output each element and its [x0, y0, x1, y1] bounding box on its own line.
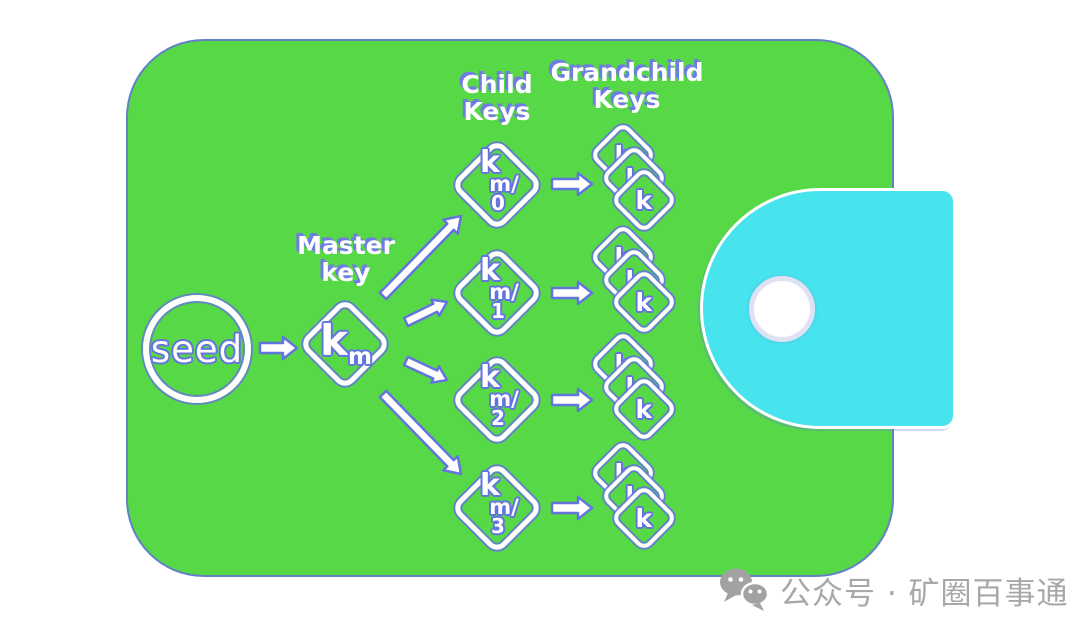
clasp-button: [749, 276, 815, 342]
child-key-base: k: [480, 145, 500, 180]
child-keys-header-line2: Keys: [463, 97, 531, 126]
child-key-text-2: k m/ 2: [451, 360, 543, 430]
watermark: 公众号 · 矿圈百事通: [719, 567, 1069, 613]
master-key-label: Master key: [297, 232, 395, 286]
child-key-index: 0: [491, 191, 505, 215]
child-key-path: m/: [489, 280, 519, 304]
master-key-label-line2: key: [321, 258, 371, 287]
child-key-path: m/: [489, 172, 519, 196]
seed-label: seed: [150, 327, 244, 371]
grandchild-card-label: k: [635, 185, 653, 215]
child-key-index: 1: [491, 299, 505, 323]
grandchild-keys-header: Grandchild Keys: [550, 59, 703, 113]
master-key-base: k: [320, 315, 348, 365]
grandchild-card-label: k: [635, 287, 653, 317]
child-key-path: m/: [489, 495, 519, 519]
grandchild-keys-header-line2: Keys: [593, 85, 661, 114]
child-key-text-0: k m/ 0: [451, 145, 543, 215]
wechat-icon: [720, 568, 770, 611]
child-key-base: k: [480, 468, 500, 503]
grandchild-keys-header-line1: Grandchild: [550, 58, 704, 87]
child-keys-header-line1: Child: [461, 70, 533, 99]
wallet-clasp: [700, 188, 956, 429]
grandchild-card-label: k: [635, 394, 653, 424]
child-key-base: k: [480, 253, 500, 288]
child-key-text-1: k m/ 1: [451, 253, 543, 323]
grandchild-card-label: k: [635, 503, 653, 533]
child-keys-header: Child Keys: [461, 71, 532, 125]
seed-circle: seed: [143, 295, 251, 403]
child-key-text-3: k m/ 3: [451, 468, 543, 538]
master-key-subscript: m: [347, 343, 372, 370]
child-key-index: 3: [491, 514, 505, 538]
child-key-path: m/: [489, 387, 519, 411]
child-key-index: 2: [491, 406, 505, 430]
master-key-label-line1: Master: [297, 231, 395, 260]
master-key-symbol: km: [320, 319, 372, 370]
watermark-text: 公众号 · 矿圈百事通: [780, 575, 1069, 612]
child-key-base: k: [480, 360, 500, 395]
master-key-text: km: [300, 301, 392, 387]
